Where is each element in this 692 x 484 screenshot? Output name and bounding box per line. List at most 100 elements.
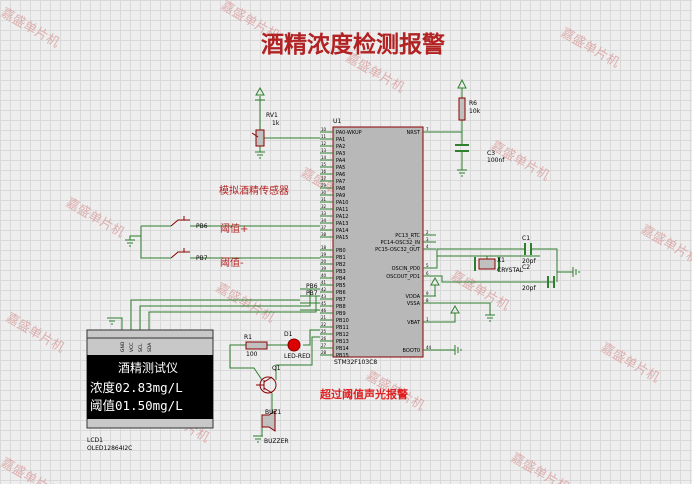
button-minus-icon[interactable] [170,248,190,259]
mcu-pin-number: 22 [321,322,327,327]
mcu-pin-label: PA14 [336,228,348,234]
mcu-part: STM32F103C8 [334,359,377,366]
mcu-pin-label: PA8 [336,186,345,192]
watermark: 嘉盛单片机 [63,195,127,240]
r6-body [458,97,466,121]
mcu-pin-label: PA9 [336,193,345,199]
alarm-label: 超过阈值声光报警 [319,387,408,401]
oled-screen [87,355,213,419]
mcu-pin-number: 38 [321,232,327,237]
vcc-arrow-icon [450,304,460,314]
mcu-pin-number: 39 [321,266,327,271]
c1-symbol [524,243,532,255]
c2-value: 20pf [522,285,536,292]
mcu-pin-number: 9 [426,291,429,296]
watermark: 嘉盛单片机 [598,340,662,385]
mcu-pin-label: PC15-OSC32_OUT [375,247,421,253]
crystal-body [478,258,496,270]
mcu-left-pins: PA0-WKUP10PA111PA212PA313PA414PA515PA616… [320,127,362,359]
watermark: 嘉盛单片机 [638,222,692,267]
r1-body [245,341,268,350]
mcu-pin-label: PA3 [336,151,345,157]
oled-line1: 酒精测试仪 [118,360,178,375]
mcu-pin-label: PA1 [336,137,345,143]
mcu-pin-number: 8 [426,298,429,303]
mcu-pin-label: VDDA [406,294,421,300]
mcu-pin-number: 30 [321,190,327,195]
r1-value: 100 [246,351,258,358]
alarm-circuit[interactable]: R1 100 D1 LED-RED Q1 BUZ1 BUZZER [229,329,320,445]
mcu-pin-label: PA5 [336,165,345,171]
lcd-pin-label: GND [120,341,126,352]
ground-icon [485,314,495,322]
mcu-pin-label: PB5 [336,283,346,289]
oled-header [86,329,214,339]
mcu-pin-number: 20 [321,259,327,264]
mcu-pin-label: BOOT0 [403,348,420,354]
c1-value: 20pf [522,258,536,265]
c2-ref: C2 [522,264,530,271]
mcu-pin-number: 14 [321,155,327,160]
power-pins [423,276,495,355]
mcu-pin-label: PB10 [336,318,349,324]
r6-value: 10k [469,108,481,115]
mcu-pin-label: PB14 [336,346,349,352]
threshold-down-label: 阈值- [220,256,244,269]
led-d1 [287,338,301,352]
d1-ref: D1 [284,331,293,338]
watermark: 嘉盛单片机 [0,5,62,50]
ground-icon [255,151,265,159]
ground-icon [423,345,462,355]
mcu-pin-label: PB8 [336,304,346,310]
mcu-pin-label: PC13_RTC [395,233,420,239]
mcu-pin-label: PB13 [336,339,349,345]
mcu-pin-label: PA6 [336,172,345,178]
mcu-pin-number: 5 [426,263,429,268]
reset-circuit[interactable]: R6 10k C3 100nf [423,78,505,177]
mcu-pin-label: PA15 [336,235,348,241]
oled-wiring: PB6 PB7 [107,283,320,330]
mcu-pin-number: 21 [321,315,327,320]
net-label-pb7: PB7 [306,290,318,297]
x1-value: CRYSTAL [497,267,524,274]
mcu-pin-number: 40 [321,273,327,278]
x1-ref: X1 [497,257,505,264]
threshold-switches[interactable]: PB6 PB7 阈值+ 阈值- [125,216,320,269]
c3-value: 100nf [487,157,505,164]
mcu-pin-label: NRST [407,130,421,136]
mcu-pin-label: OSCOUT_PD1 [386,274,420,280]
page-title: 酒精浓度检测报警 [261,31,445,58]
mcu-ref: U1 [333,118,341,125]
crystal-circuit[interactable]: C1 20pf X1 CRYSTAL C2 20pf [423,235,580,292]
watermark: 嘉盛单片机 [0,455,62,484]
vcc-arrow-icon [457,78,467,89]
mcu-pin-label: PA12 [336,214,348,220]
mcu-pin-label: PB3 [336,269,346,275]
mcu-pin-number: 33 [321,211,327,216]
r6-ref: R6 [469,100,477,107]
lcd-pin-label: SCL [138,343,144,352]
button-plus-icon[interactable] [170,216,190,227]
threshold-up-label: 阈值+ [220,222,248,235]
mcu-pin-number: 34 [321,218,327,223]
mcu-pin-number: 44 [426,345,432,350]
potentiometer-rv1[interactable]: RV1 1k [251,86,320,159]
mcu-pin-label: PB0 [336,248,346,254]
mcu-pin-number: 26 [321,336,327,341]
mcu-pin-number: 10 [321,127,327,132]
mcu-pin-label: PB9 [336,311,346,317]
mcu-pin-number: 32 [321,204,327,209]
mcu-pin-number: 46 [321,308,327,313]
mcu-pin-number: 2 [426,230,429,235]
mcu-pin-label: PA10 [336,200,348,206]
mcu-pin-label: VBAT [407,320,421,326]
mcu-pin-number: 15 [321,162,327,167]
watermark: 嘉盛单片机 [448,268,512,313]
mcu-u1[interactable]: U1 STM32F103C8 PA0-WKUP10PA111PA212PA313… [320,118,436,366]
transistor-symbol [256,376,273,394]
lcd1-value: OLED12864I2C [87,445,132,452]
c1-ref: C1 [522,235,530,242]
ground-icon [125,239,135,247]
